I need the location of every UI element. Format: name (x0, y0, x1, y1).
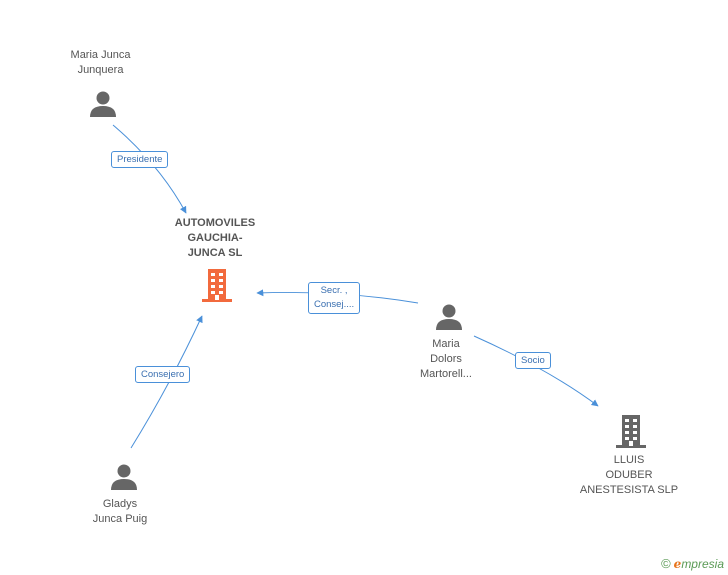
edge-label-presidente[interactable]: Presidente (111, 151, 169, 168)
node-maria-dolors-label[interactable]: Maria Dolors Martorell... (400, 337, 492, 382)
empresia-logo[interactable]: © empresia (661, 556, 724, 571)
edge-consejero-line (130, 315, 203, 449)
node-label-line: Junquera (77, 64, 124, 76)
node-label-line: ANESTESISTA SLP (579, 484, 679, 496)
node-label-line: Gladys (102, 498, 138, 510)
node-label-line: JUNCA SL (187, 247, 243, 259)
person-icon[interactable] (88, 89, 118, 119)
node-lluis-label[interactable]: LLUIS ODUBER ANESTESISTA SLP (574, 453, 684, 498)
building-icon[interactable] (616, 414, 646, 448)
brand-rest: mpresia (681, 556, 724, 571)
copyright-icon: © (661, 556, 671, 571)
node-gladys-label[interactable]: Gladys Junca Puig (70, 497, 170, 527)
node-label-line: GAUCHIA- (187, 232, 243, 244)
brand-initial: e (673, 556, 682, 571)
edge-label-line: Secr. , (320, 285, 348, 296)
node-label-line: Maria (432, 338, 460, 350)
person-icon[interactable] (109, 462, 139, 492)
node-maria-junca-label[interactable]: Maria Junca Junquera (53, 48, 148, 78)
node-label-line: LLUIS (613, 454, 645, 466)
node-label-line: Junca Puig (92, 513, 148, 525)
edge-label-secr[interactable]: Secr. , Consej.... (308, 282, 361, 314)
edge-label-socio[interactable]: Socio (515, 352, 551, 369)
node-automoviles-label[interactable]: AUTOMOVILES GAUCHIA- JUNCA SL (160, 216, 270, 261)
node-label-line: Dolors (430, 353, 462, 365)
edge-label-consejero[interactable]: Consejero (135, 366, 191, 383)
person-icon[interactable] (434, 302, 464, 332)
node-label-line: ODUBER (605, 469, 653, 481)
node-label-line: Maria Junca (70, 49, 131, 61)
edge-socio-line (473, 335, 599, 407)
node-label-line: Martorell... (420, 368, 472, 380)
edge-label-line: Consej.... (314, 299, 355, 310)
edge-presidente-line (112, 124, 187, 214)
node-label-line: AUTOMOVILES (174, 217, 256, 229)
building-icon[interactable] (202, 268, 232, 302)
brand-name: empresia (674, 557, 724, 571)
